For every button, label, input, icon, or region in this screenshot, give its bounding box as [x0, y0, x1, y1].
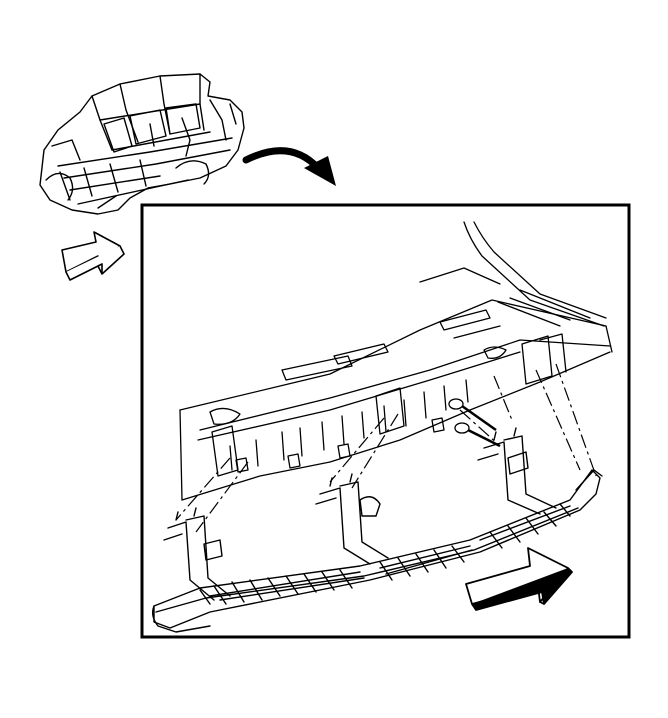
alignment-guide-lines [175, 363, 597, 533]
vehicle-body-locator-icon [39, 73, 245, 215]
mounting-bolt-icon [448, 398, 501, 448]
detail-view-frame [140, 203, 631, 639]
front-direction-arrow-icon [465, 547, 573, 611]
curved-arrow-icon [242, 147, 336, 186]
body-floor-panel [179, 221, 613, 501]
locator-direction-arrow-icon [61, 231, 125, 281]
running-board-assembly [151, 427, 603, 633]
